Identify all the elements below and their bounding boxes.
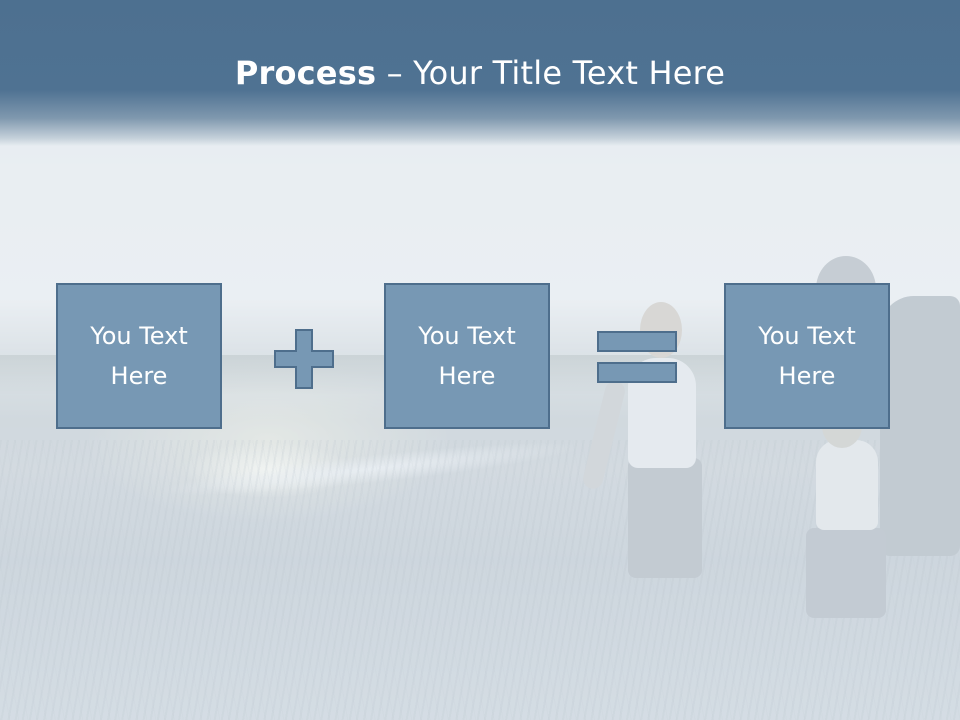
background-figure-child-legs	[806, 528, 886, 618]
process-box-1[interactable]: You Text Here	[56, 283, 222, 429]
process-box-2-label: You Text Here	[418, 322, 516, 390]
slide-title-bold: Process	[234, 54, 377, 92]
background-figure-man	[880, 296, 960, 556]
background-figure-child	[816, 440, 878, 530]
slide-title[interactable]: Process – Your Title Text Here	[0, 54, 960, 92]
background-grass	[0, 440, 960, 720]
plus-icon	[274, 329, 334, 389]
process-box-3[interactable]: You Text Here	[724, 283, 890, 429]
equals-icon	[597, 331, 677, 383]
process-box-1-label: You Text Here	[90, 322, 188, 390]
process-box-2[interactable]: You Text Here	[384, 283, 550, 429]
background-figure-woman-legs	[628, 458, 702, 578]
title-bar	[0, 0, 960, 146]
process-box-3-label: You Text Here	[758, 322, 856, 390]
slide-title-rest: – Your Title Text Here	[376, 54, 726, 92]
